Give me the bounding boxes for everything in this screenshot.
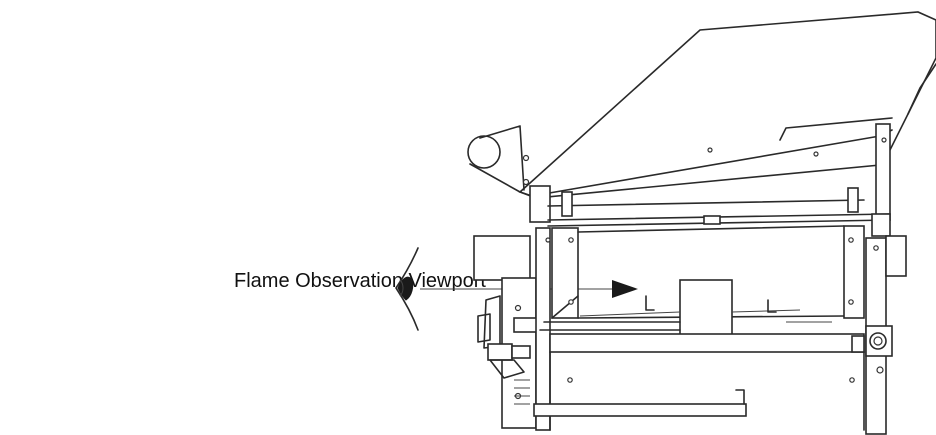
frame-top-rail [529,185,891,237]
lower-cabinet [533,351,865,431]
hood-cover [467,11,936,221]
firebox-window [535,225,865,431]
viewport-label: Flame Observation Viewport [234,270,486,292]
burner-assembly [473,235,539,429]
right-frame [549,235,907,435]
eye-icon [395,247,419,331]
pilot-sensor [539,279,832,339]
